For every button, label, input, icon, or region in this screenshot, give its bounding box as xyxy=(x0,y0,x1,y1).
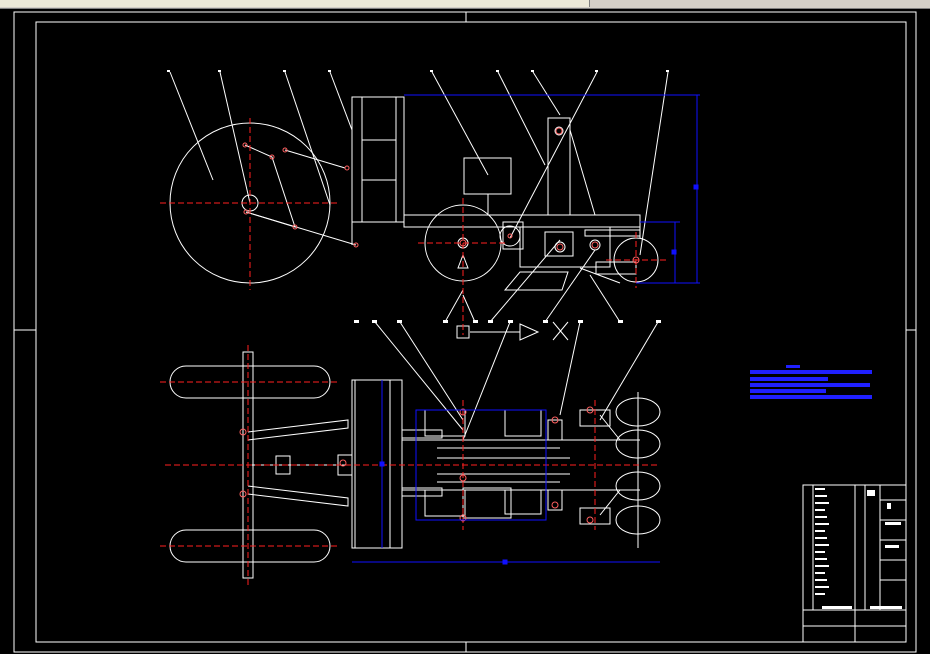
top-view xyxy=(169,351,661,579)
top-view-hinge-points xyxy=(239,406,594,524)
side-view xyxy=(169,71,669,441)
toolbar-segment-4[interactable] xyxy=(460,0,590,7)
top-view-dimensions xyxy=(352,380,660,565)
side-view-hinge-points xyxy=(242,127,640,264)
cad-drawing-canvas[interactable] xyxy=(0,8,930,654)
toolbar-segment-3[interactable] xyxy=(330,0,463,7)
side-view-dimensions xyxy=(404,94,700,284)
top-view-center-lines xyxy=(160,345,660,585)
toolbar xyxy=(0,0,930,9)
technical-notes xyxy=(750,365,872,399)
title-block xyxy=(802,484,907,643)
balloon-markers xyxy=(167,70,669,323)
title-block-rows xyxy=(815,488,902,609)
side-view-center-lines xyxy=(160,118,666,335)
toolbar-segment-1[interactable] xyxy=(0,0,165,7)
sheet-frame xyxy=(13,11,917,653)
toolbar-segment-2[interactable] xyxy=(162,0,332,7)
